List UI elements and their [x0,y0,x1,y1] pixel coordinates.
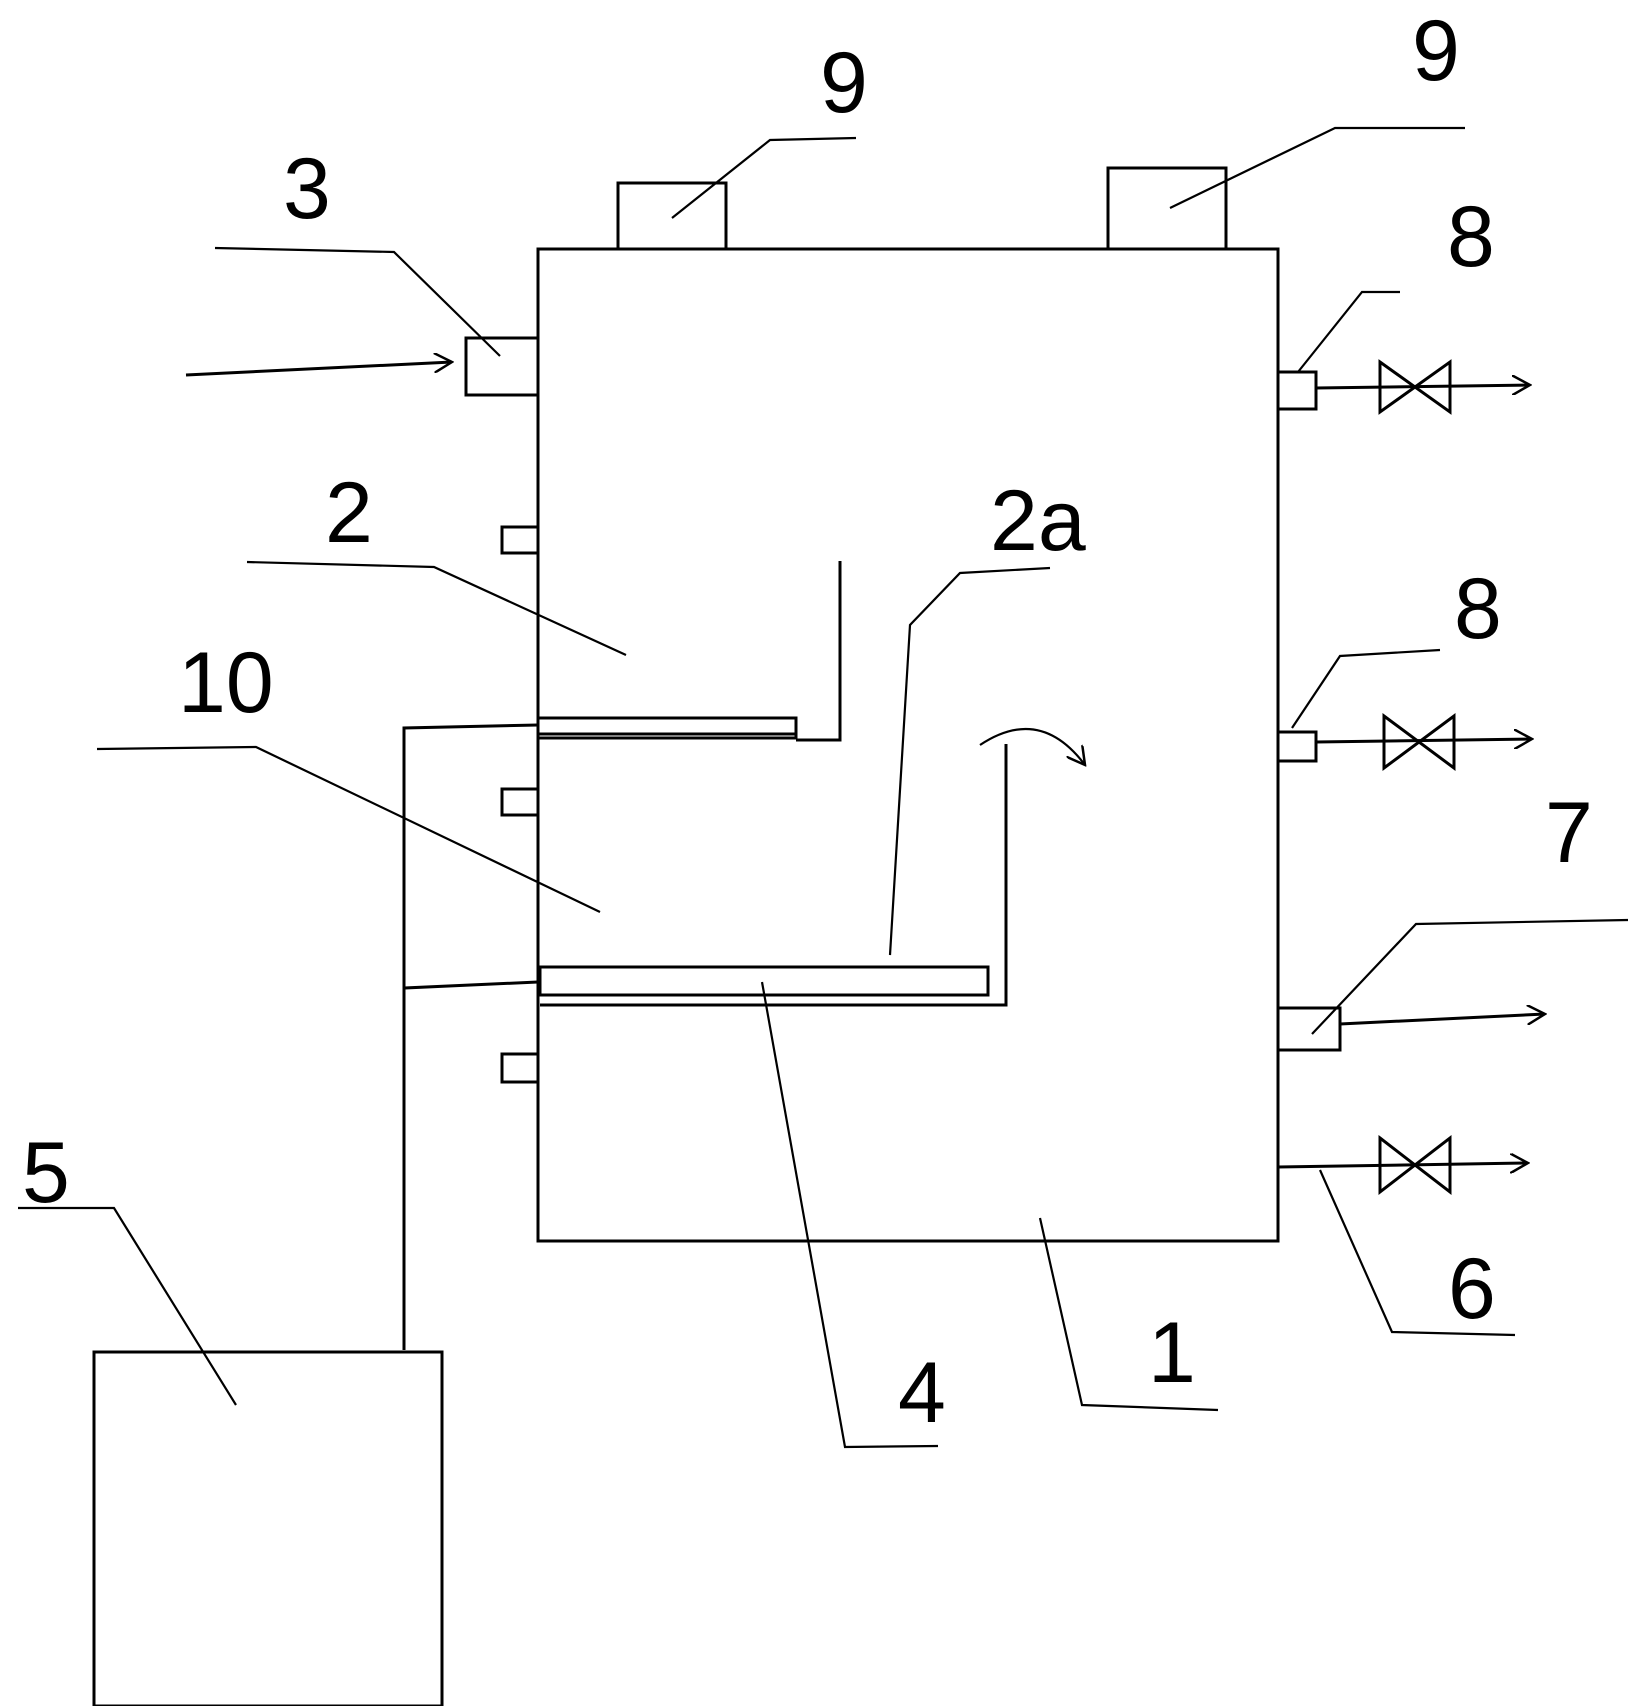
inlet-arrow [185,362,452,377]
leader-4 [760,981,939,1449]
outlet-port-middle [1276,730,1318,763]
leader-1 [1038,1217,1219,1412]
leader-5 [18,1206,237,1406]
label-9-right: 9 [1412,3,1460,99]
label-6: 6 [1448,1241,1496,1337]
valve-drain-icon [1378,1134,1452,1196]
lower-tray-riser [540,744,1008,1007]
leader-9-left [671,136,857,219]
side-chamber [402,723,539,990]
valve-upper-icon [1378,359,1452,415]
leader-6 [1318,1169,1516,1337]
wall-nub-lower [500,1052,540,1084]
main-vessel [536,247,1280,1243]
upper-tray-riser [796,561,842,742]
tank [92,1350,444,1706]
label-4: 4 [898,1345,946,1441]
leader-8-upper [1297,290,1400,373]
upper-tray [536,716,798,740]
leader-7 [1311,918,1629,1035]
leader-10 [96,745,601,913]
label-2: 2 [325,465,373,561]
top-unit-left [616,181,728,251]
rotation-arrow [979,727,1085,765]
label-8-upper: 8 [1447,189,1495,285]
label-9-left: 9 [820,35,868,131]
leader-3 [214,246,501,357]
leader-2a [888,566,1051,956]
leader-2 [246,560,627,656]
valve-middle-icon [1382,713,1456,771]
label-2a: 2a [990,473,1086,569]
label-5: 5 [22,1125,70,1221]
outlet-line-upper [1315,385,1530,388]
drain-line [1277,1163,1528,1167]
outlet-line-7 [1339,1014,1545,1026]
label-3: 3 [283,141,331,237]
label-7: 7 [1545,785,1593,881]
outlet-port-upper [1276,370,1318,411]
label-1: 1 [1148,1305,1196,1401]
wall-nub-upper [500,525,540,555]
label-10: 10 [178,635,274,731]
wall-nub-middle [500,787,540,817]
top-unit-right [1106,166,1228,251]
label-8-middle: 8 [1454,561,1502,657]
leader-8-middle [1291,648,1441,729]
inlet-port [464,336,540,397]
outlet-line-middle [1315,739,1532,742]
leader-9-right [1169,126,1465,209]
